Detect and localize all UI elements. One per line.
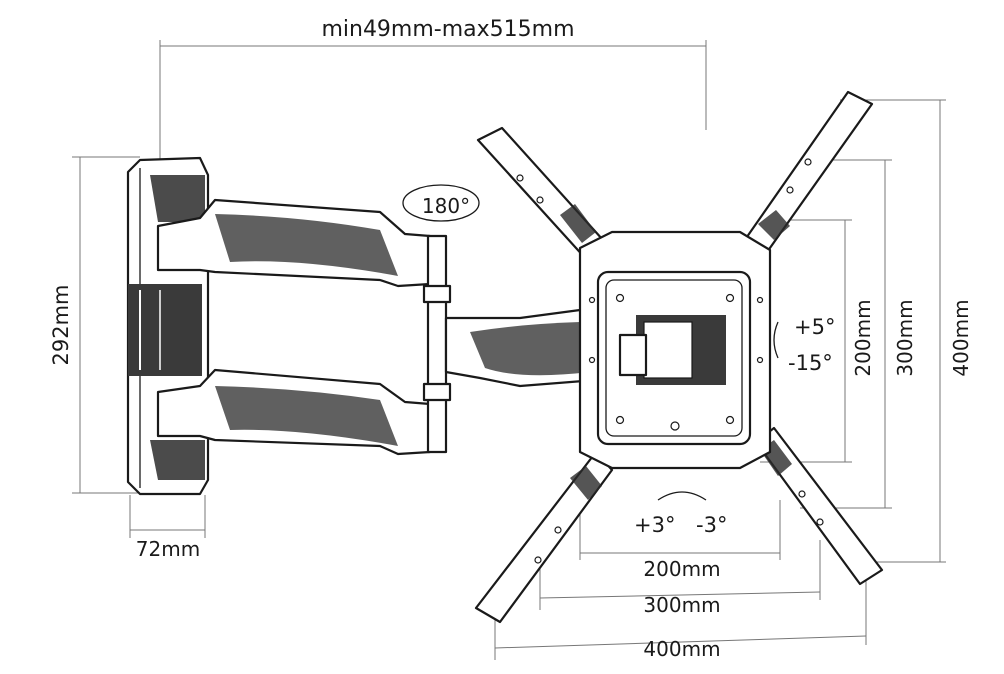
swivel-arrow [657, 491, 707, 501]
rotation-label: 180° [422, 194, 470, 218]
tilt-up-label: +5° [794, 315, 835, 339]
rotation-ellipse [402, 184, 480, 222]
wall-plate [126, 156, 210, 496]
vesa-h-large-label: 400mm [643, 637, 720, 661]
tilt-down-label: -15° [788, 351, 833, 375]
swivel-right-label: -3° [696, 513, 727, 537]
vesa-v-large-label: 400mm [949, 299, 973, 376]
total-extension-label: min49mm-max515mm [321, 17, 574, 42]
dimension-lines [72, 40, 946, 660]
vesa-v-medium-label: 300mm [893, 299, 917, 376]
vesa-h-small-label: 200mm [643, 557, 720, 581]
wall-plate-height-label: 292mm [49, 285, 73, 366]
vesa-v-small-label: 200mm [851, 299, 875, 376]
upper-arm [156, 198, 452, 456]
tilt-arrow [773, 321, 779, 359]
swivel-left-label: +3° [634, 513, 675, 537]
vesa-h-medium-label: 300mm [643, 593, 720, 617]
motion-indicators [402, 184, 779, 501]
wall-plate-depth-label: 72mm [136, 537, 200, 561]
lower-arm [444, 308, 598, 388]
vesa-plate [474, 90, 884, 624]
